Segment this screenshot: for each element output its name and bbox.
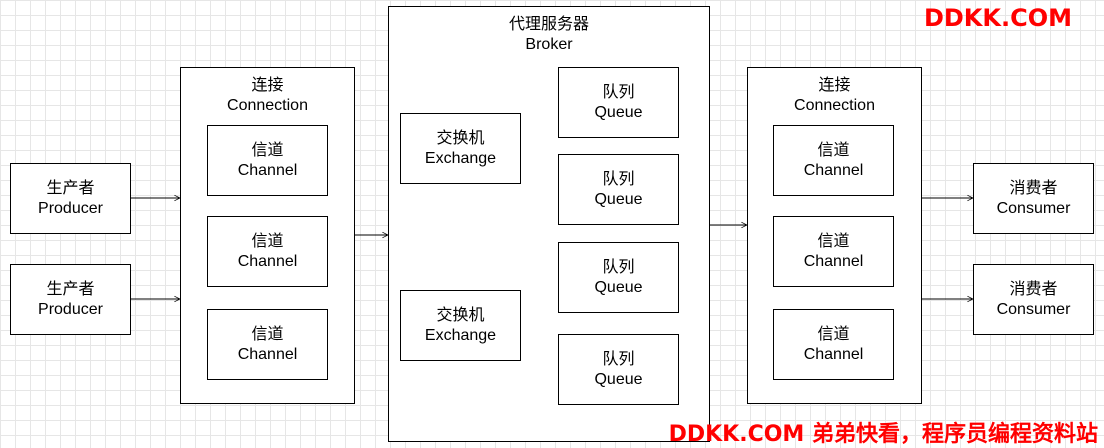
channel-label-en: Channel — [803, 252, 864, 270]
exchange-node: 交换机 Exchange — [400, 290, 521, 361]
channel-label-zh: 信道 — [251, 141, 284, 159]
watermark-bottom: DDKK.COM 弟弟快看，程序员编程资料站 — [668, 422, 1098, 447]
queue-label-en: Queue — [594, 190, 643, 208]
queue-node: 队列 Queue — [558, 242, 679, 313]
channel-label-en: Channel — [237, 161, 298, 179]
queue-label-en: Queue — [594, 370, 643, 388]
channel-label-zh: 信道 — [817, 325, 850, 343]
queue-label-zh: 队列 — [602, 170, 635, 188]
producer-label-en: Producer — [38, 199, 103, 217]
queue-node: 队列 Queue — [558, 334, 679, 405]
channel-label-en: Channel — [237, 345, 298, 363]
queue-label-en: Queue — [594, 103, 643, 121]
consumer-node: 消费者 Consumer — [973, 264, 1094, 335]
queue-label-zh: 队列 — [602, 350, 635, 368]
connection-title-zh: 连接 — [818, 77, 851, 94]
consumer-label-zh: 消费者 — [1009, 179, 1058, 197]
channel-node: 信道 Channel — [773, 216, 894, 287]
channel-node: 信道 Channel — [207, 216, 328, 287]
channel-node: 信道 Channel — [207, 125, 328, 196]
producer-label-zh: 生产者 — [46, 179, 95, 197]
connection-title-zh: 连接 — [251, 77, 284, 94]
channel-node: 信道 Channel — [773, 309, 894, 380]
channel-label-zh: 信道 — [817, 141, 850, 159]
channel-label-en: Channel — [803, 161, 864, 179]
channel-node: 信道 Channel — [207, 309, 328, 380]
channel-label-en: Channel — [803, 345, 864, 363]
channel-label-zh: 信道 — [817, 232, 850, 250]
channel-node: 信道 Channel — [773, 125, 894, 196]
queue-label-zh: 队列 — [602, 258, 635, 276]
channel-label-zh: 信道 — [251, 232, 284, 250]
producer-node: 生产者 Producer — [10, 264, 131, 335]
producer-label-en: Producer — [38, 300, 103, 318]
exchange-label-zh: 交换机 — [436, 306, 485, 324]
queue-label-en: Queue — [594, 278, 643, 296]
exchange-label-en: Exchange — [424, 326, 497, 344]
connection-title-en: Connection — [227, 97, 308, 114]
consumer-label-zh: 消费者 — [1009, 280, 1058, 298]
broker-title-en: Broker — [525, 36, 573, 53]
consumer-label-en: Consumer — [996, 199, 1071, 217]
broker-title-zh: 代理服务器 — [508, 16, 589, 33]
exchange-node: 交换机 Exchange — [400, 113, 521, 184]
producer-label-zh: 生产者 — [46, 280, 95, 298]
connection-title-en: Connection — [794, 97, 875, 114]
queue-label-zh: 队列 — [602, 83, 635, 101]
exchange-label-zh: 交换机 — [436, 129, 485, 147]
queue-node: 队列 Queue — [558, 154, 679, 225]
consumer-node: 消费者 Consumer — [973, 163, 1094, 234]
queue-node: 队列 Queue — [558, 67, 679, 138]
consumer-label-en: Consumer — [996, 300, 1071, 318]
producer-node: 生产者 Producer — [10, 163, 131, 234]
channel-label-en: Channel — [237, 252, 298, 270]
channel-label-zh: 信道 — [251, 325, 284, 343]
watermark-top: DDKK.COM — [923, 4, 1072, 32]
exchange-label-en: Exchange — [424, 149, 497, 167]
